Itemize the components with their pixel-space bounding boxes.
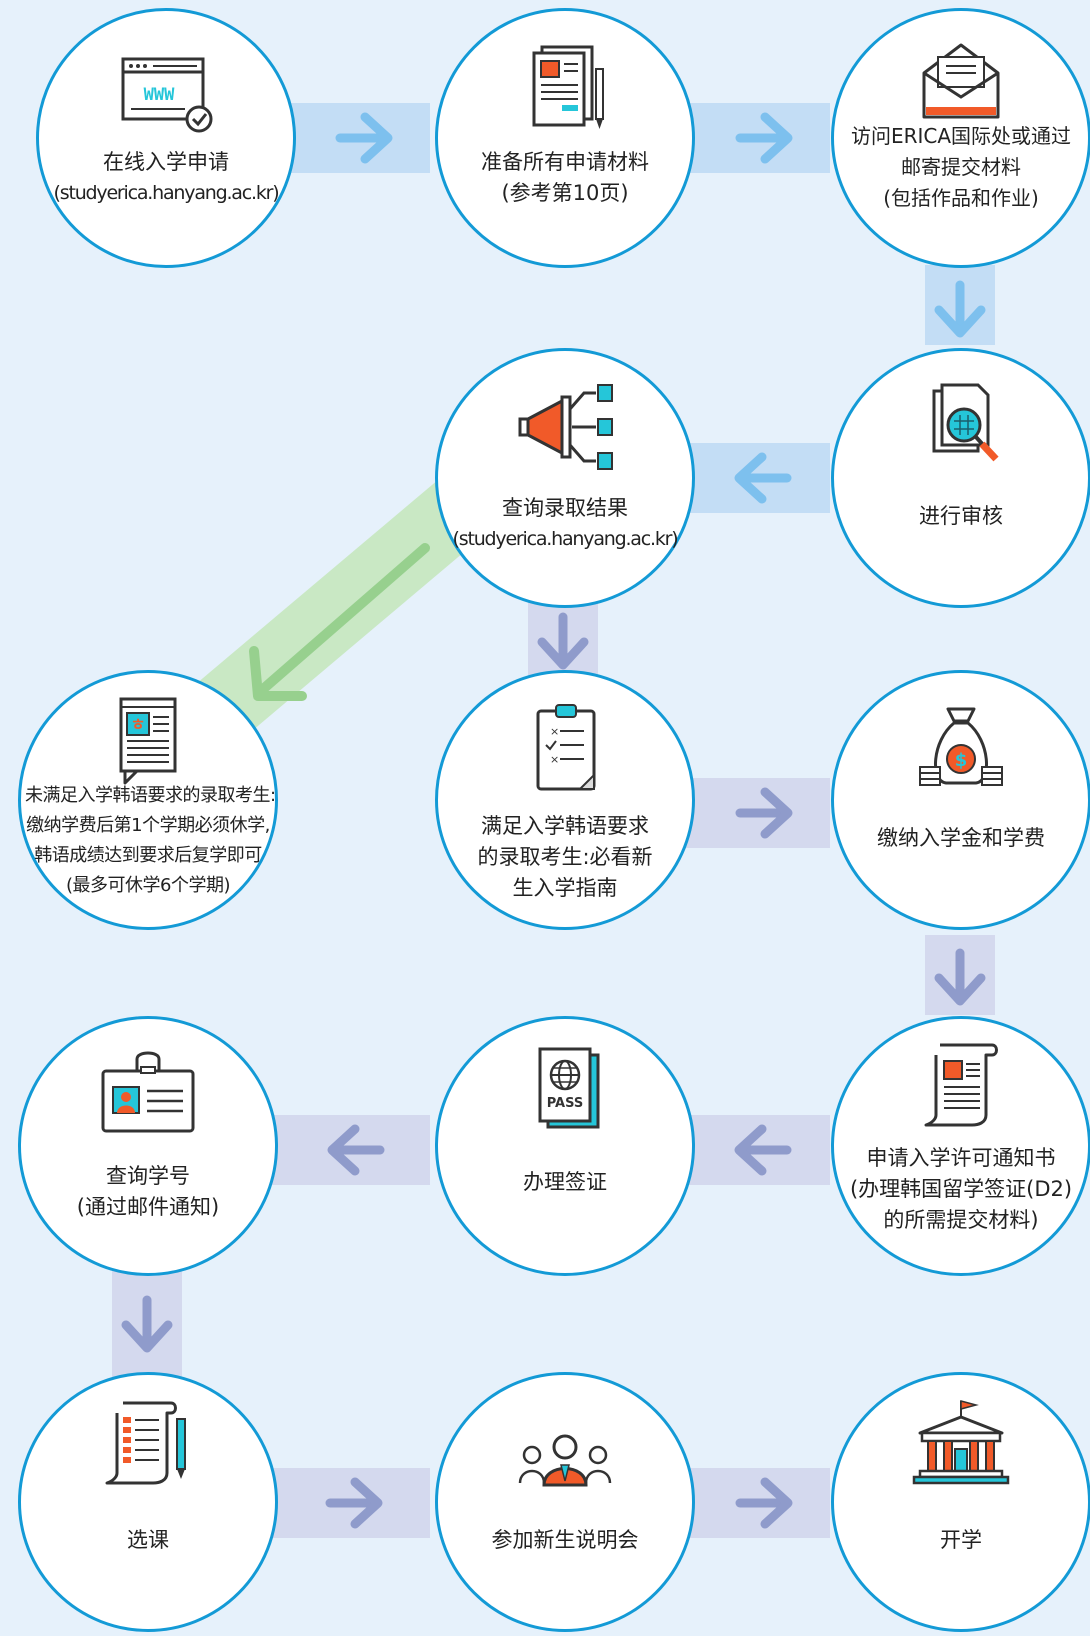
arrow-down-icon	[537, 612, 589, 670]
certificate-scroll-icon	[924, 1043, 998, 1127]
step-label: 进行审核	[919, 504, 1003, 528]
arrow-down-icon	[934, 280, 986, 338]
step-admission-letter: 申请入学许可通知书 (办理韩国留学签证(D2) 的所需提交材料)	[831, 1016, 1090, 1276]
dollar-text: $	[955, 750, 968, 771]
step-label: 查询学号 (通过邮件通知)	[76, 1164, 220, 1219]
arrow-right-icon	[325, 1477, 383, 1529]
step-label: 申请入学许可通知书 (办理韩国留学签证(D2) 的所需提交材料)	[849, 1146, 1073, 1232]
step-label: 满足入学韩语要求 的录取考生:必看新 生入学指南	[477, 814, 653, 900]
arrow-down-left-icon	[249, 543, 430, 701]
arrow-right-icon	[735, 787, 793, 839]
step-label: 选课	[127, 1528, 169, 1552]
step-review: 进行审核	[831, 348, 1090, 608]
step-prepare-docs: 准备所有申请材料 (参考第10页)	[435, 8, 695, 268]
step-label: 查询录取结果 (studyerica.hanyang.ac.kr)	[452, 496, 679, 550]
arrow-right-icon	[735, 112, 793, 164]
step-course-registration: 选课	[18, 1372, 278, 1632]
step-label: 开学	[940, 1528, 982, 1552]
step-pay-fees: $ 缴纳入学金和学费	[831, 670, 1090, 930]
step-label: 办理签证	[523, 1170, 607, 1194]
arrow-right-icon	[735, 1477, 793, 1529]
documents-icon	[532, 45, 604, 129]
arrow-down-icon	[121, 1295, 173, 1353]
people-group-icon	[518, 1434, 612, 1487]
www-text: WWW	[144, 85, 175, 105]
svg-text:×: ×	[550, 753, 559, 766]
arrow-right-icon	[335, 112, 393, 164]
money-bag-icon: $	[919, 707, 1003, 786]
step-semester-start: 开学	[831, 1372, 1090, 1632]
step-submit-docs: 访问ERICA国际处或通过 邮寄提交材料 (包括作品和作业)	[831, 8, 1090, 268]
website-icon: WWW	[121, 57, 213, 133]
step-check-result: 查询录取结果 (studyerica.hanyang.ac.kr)	[435, 348, 695, 608]
step-label: 参加新生说明会	[491, 1528, 639, 1552]
step-label: 在线入学申请 (studyerica.hanyang.ac.kr)	[53, 150, 280, 204]
course-list-icon	[105, 1401, 186, 1485]
envelope-icon	[922, 43, 1000, 119]
step-visa: PASS 办理签证	[435, 1016, 695, 1276]
university-building-icon	[912, 1400, 1010, 1485]
arrow-left-icon	[327, 1124, 385, 1176]
magnifier-document-icon	[932, 383, 999, 462]
svg-text:×: ×	[550, 725, 559, 738]
step-label: 未满足入学韩语要求的录取考生: 缴纳学费后第1个学期必须休学, 韩语成绩达到要求…	[25, 785, 276, 896]
step-orientation: 参加新生说明会	[435, 1372, 695, 1632]
pass-text: PASS	[547, 1096, 584, 1111]
arrow-left-icon	[734, 452, 792, 504]
step-label: 准备所有申请材料 (参考第10页)	[481, 150, 649, 205]
step-korean-met: × × 满足入学韩语要求 的录取考生:必看新 生入学指南	[435, 670, 695, 930]
step-online-apply: WWW 在线入学申请 (studyerica.hanyang.ac.kr)	[36, 8, 296, 268]
step-label: 缴纳入学金和学费	[877, 826, 1045, 850]
megaphone-icon	[518, 384, 613, 470]
step-label: 访问ERICA国际处或通过 邮寄提交材料 (包括作品和作业)	[850, 124, 1072, 210]
step-korean-not-met: ㅎ 未满足入学韩语要求的录取考生: 缴纳学费后第1个学期必须休学, 韩语成绩达到…	[18, 670, 278, 930]
arrow-left-icon	[734, 1124, 792, 1176]
step-student-id: 查询学号 (通过邮件通知)	[18, 1016, 278, 1276]
checklist-clipboard-icon: × ×	[536, 704, 596, 791]
hangul-text: ㅎ	[131, 715, 146, 734]
passport-icon: PASS	[538, 1047, 600, 1129]
arrow-down-icon	[934, 948, 986, 1006]
korean-document-icon: ㅎ	[119, 697, 177, 785]
id-card-icon	[101, 1051, 195, 1133]
